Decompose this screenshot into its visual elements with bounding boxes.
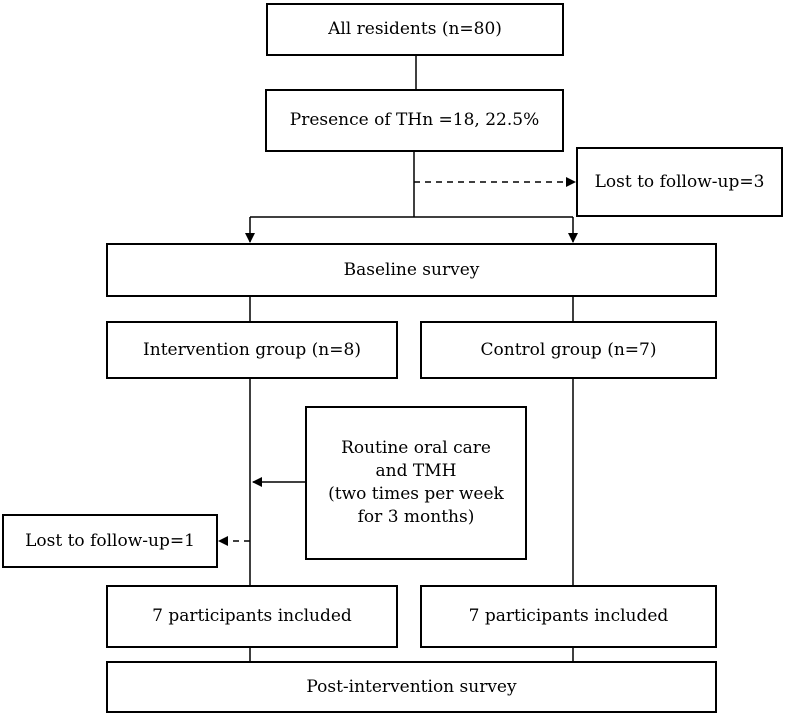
lost-follow-up-top-label: Lost to follow-up=3 [594, 171, 765, 192]
control-group-box: Control group (n=7) [420, 321, 717, 379]
routine-care-line-4: for 3 months) [357, 506, 475, 527]
all-residents-box: All residents (n=80) [266, 3, 564, 56]
routine-care-box: Routine oral care and TMH (two times per… [305, 406, 527, 560]
intervention-group-box: Intervention group (n=8) [106, 321, 398, 379]
control-included-box: 7 participants included [420, 585, 717, 648]
control-group-label: Control group (n=7) [480, 339, 657, 360]
post-intervention-survey-box: Post-intervention survey [106, 661, 717, 713]
baseline-survey-label: Baseline survey [343, 259, 480, 280]
post-intervention-survey-label: Post-intervention survey [306, 676, 517, 697]
lost-follow-up-top-box: Lost to follow-up=3 [576, 147, 783, 217]
presence-thn-box: Presence of THn =18, 22.5% [265, 89, 564, 152]
baseline-survey-box: Baseline survey [106, 243, 717, 297]
intervention-group-label: Intervention group (n=8) [143, 339, 361, 360]
routine-care-line-1: Routine oral care [341, 438, 491, 459]
presence-thn-label: Presence of THn =18, 22.5% [289, 110, 540, 131]
routine-care-line-3: (two times per week [328, 484, 504, 504]
routine-care-line-2: and TMH [375, 461, 457, 482]
all-residents-label: All residents (n=80) [328, 19, 502, 40]
intervention-included-box: 7 participants included [106, 585, 398, 648]
lost-follow-up-left-label: Lost to follow-up=1 [25, 530, 195, 551]
lost-follow-up-left-box: Lost to follow-up=1 [2, 514, 218, 568]
intervention-included-label: 7 participants included [152, 606, 352, 627]
control-included-label: 7 participants included [468, 606, 669, 627]
